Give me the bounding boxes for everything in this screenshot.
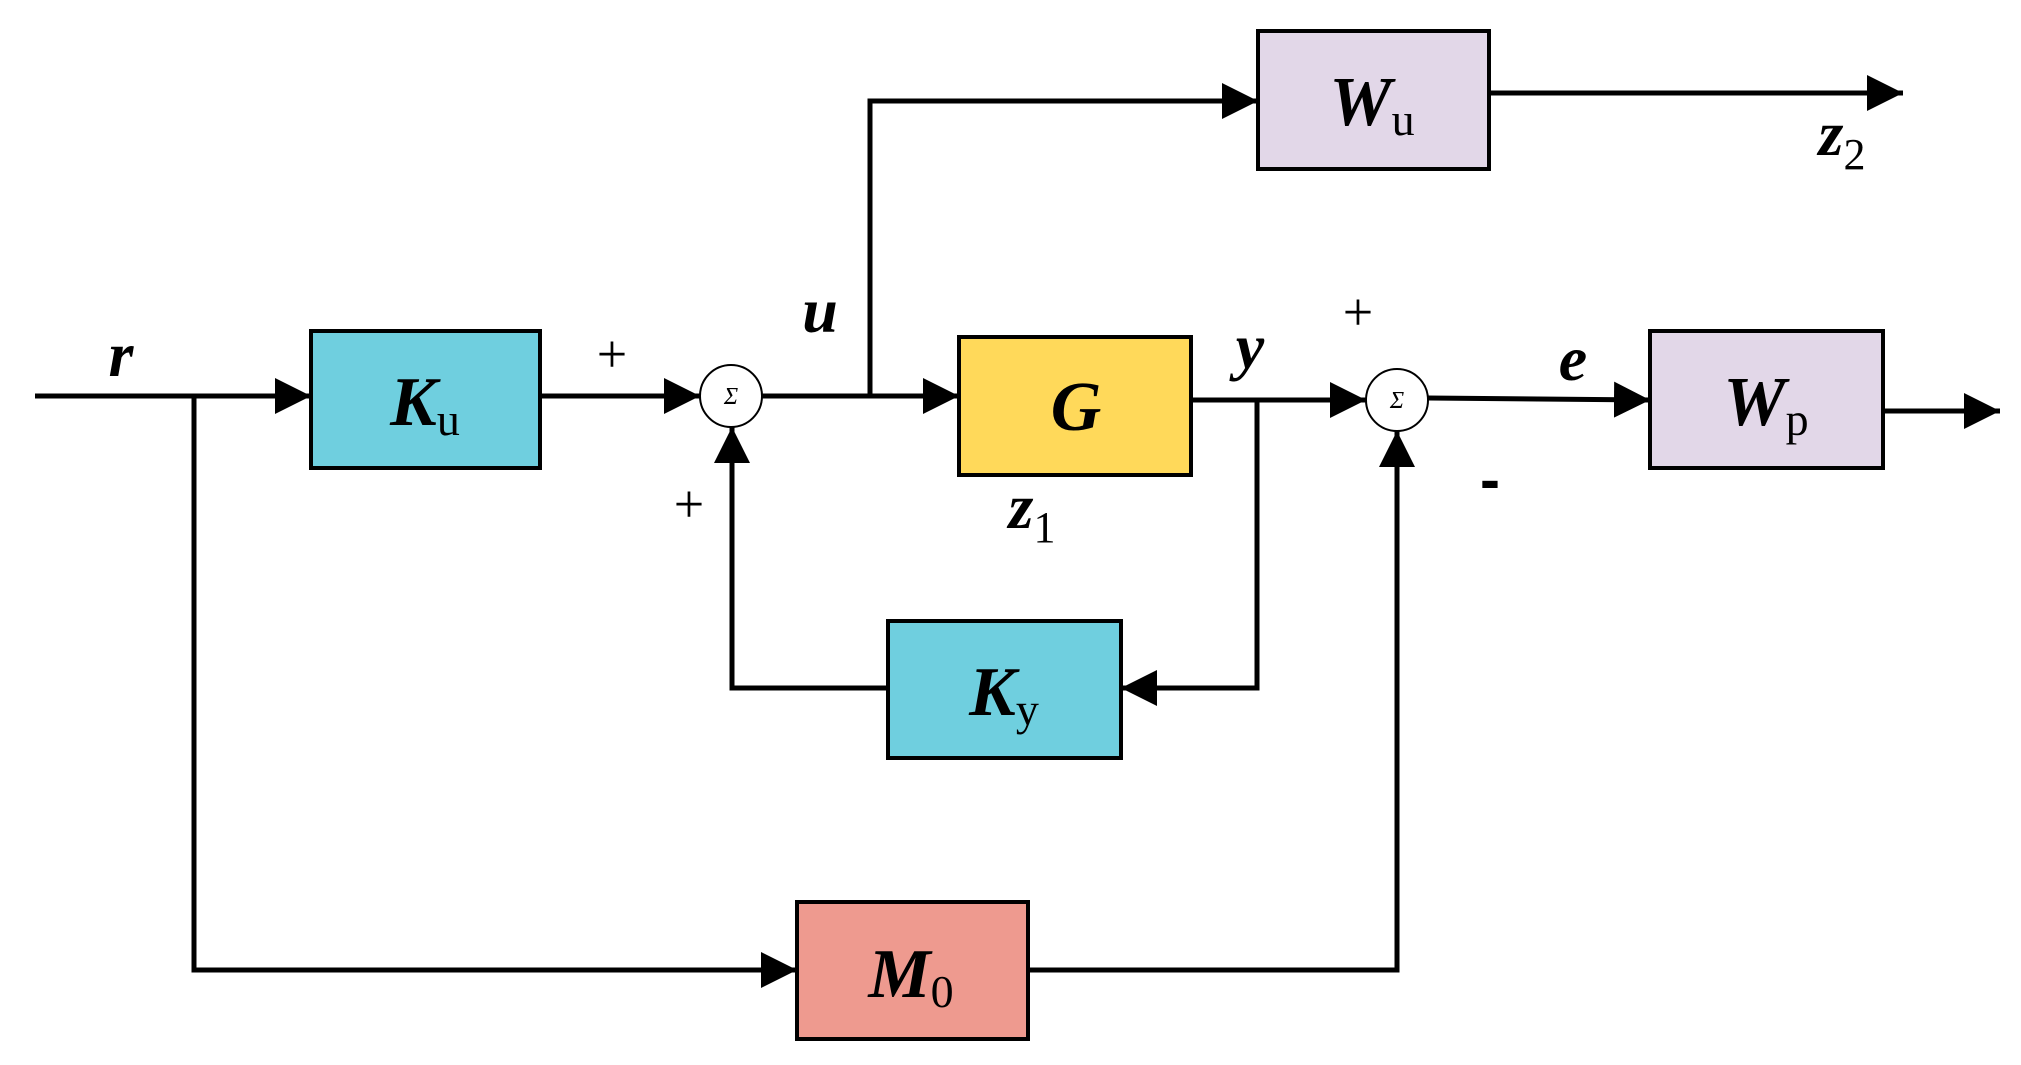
sum-junction-1-circle bbox=[699, 364, 763, 428]
block-wu[interactable]: Wu bbox=[1256, 29, 1491, 171]
wire-sum2-to-wp bbox=[1427, 381, 1651, 418]
block-ky-box bbox=[886, 619, 1123, 760]
block-ku-label: Ku bbox=[389, 364, 460, 445]
wire-y-to-ky bbox=[1121, 400, 1260, 706]
signal-z2-label: z2 bbox=[1817, 98, 1866, 179]
wires bbox=[35, 75, 2000, 988]
sum-junction-2-circle bbox=[1365, 368, 1429, 432]
block-ky-label: Ky bbox=[968, 654, 1039, 735]
sum-junction-2-symbol: Σ bbox=[1389, 388, 1404, 414]
wire-m0-to-sum2 bbox=[1028, 431, 1415, 973]
block-g-box bbox=[957, 335, 1193, 477]
sum2-sign-top: + bbox=[1343, 282, 1373, 342]
block-ku[interactable]: Ku bbox=[309, 329, 542, 470]
wire-ky-to-sum1 bbox=[714, 427, 888, 691]
block-m0-label: M0 bbox=[867, 936, 953, 1017]
signal-z1-label: z1 bbox=[1007, 471, 1056, 552]
block-wp-box bbox=[1648, 329, 1885, 470]
signal-e-label: e bbox=[1559, 323, 1587, 394]
block-wp[interactable]: Wp bbox=[1648, 329, 1885, 470]
block-wu-label: Wu bbox=[1329, 64, 1414, 145]
sum-junction-1: Σ bbox=[699, 364, 763, 428]
block-m0-box bbox=[795, 900, 1030, 1041]
block-ky[interactable]: Ky bbox=[886, 619, 1123, 760]
block-g-label: G bbox=[1051, 369, 1102, 446]
block-g[interactable]: G bbox=[957, 335, 1193, 477]
sum2-sign-bottom: - bbox=[1480, 446, 1500, 513]
wire-r-to-m0 bbox=[191, 396, 797, 988]
block-ku-box bbox=[309, 329, 542, 470]
signal-u-label: u bbox=[802, 275, 838, 346]
wire-u-to-wu bbox=[867, 83, 1258, 396]
signal-r-label: r bbox=[109, 319, 135, 390]
block-wp-label: Wp bbox=[1723, 364, 1808, 445]
sum1-sign-bottom: + bbox=[674, 474, 704, 534]
sum-junction-1-symbol: Σ bbox=[723, 384, 738, 410]
block-wu-box bbox=[1256, 29, 1491, 171]
block-m0[interactable]: M0 bbox=[795, 900, 1030, 1041]
sum1-sign-top: + bbox=[597, 324, 627, 384]
sum-junction-2: Σ bbox=[1365, 368, 1429, 432]
signal-y-label: y bbox=[1229, 311, 1265, 382]
